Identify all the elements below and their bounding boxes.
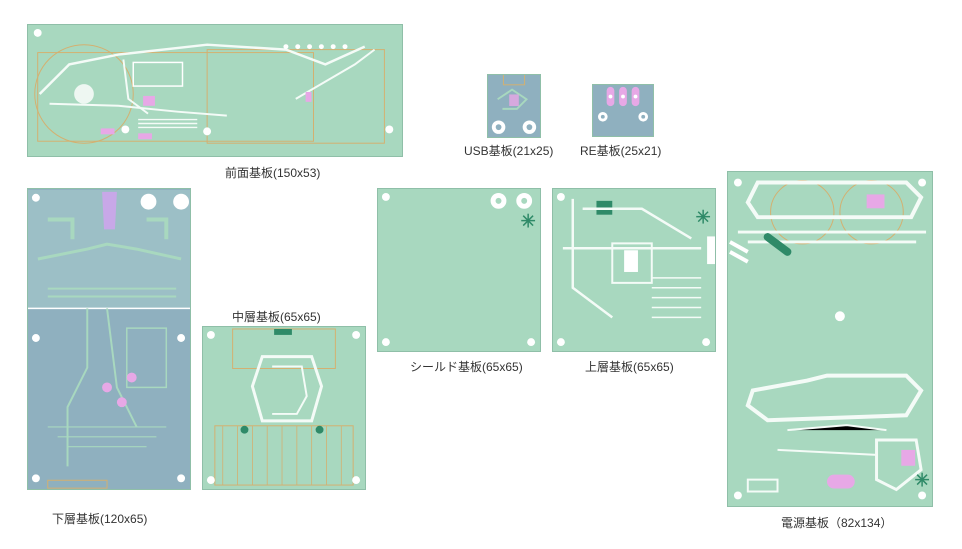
re-board-pcb (597, 86, 649, 122)
power-board (727, 171, 933, 507)
bottom-board-label: 下層基板(120x65) (52, 512, 148, 526)
usb-board-pcb (491, 75, 537, 134)
bottom-board (27, 188, 191, 490)
top-board-label: 上層基板(65x65) (585, 360, 674, 374)
middle-board-pcb (206, 328, 361, 486)
top-board (552, 188, 716, 352)
usb-board (487, 74, 541, 138)
middle-board-label: 中層基板(65x65) (232, 310, 321, 324)
re-board-label: RE基板(25x21) (580, 144, 662, 158)
shield-board-pcb (381, 192, 536, 347)
power-board-pcb (729, 178, 930, 500)
top-board-pcb (556, 192, 715, 347)
shield-board-label: シールド基板(65x65) (410, 360, 523, 374)
middle-board (202, 326, 366, 490)
re-board (592, 84, 654, 137)
power-board-label: 電源基板（82x134） (781, 516, 893, 530)
shield-board (377, 188, 541, 352)
front-board (27, 24, 403, 157)
front-board-label: 前面基板(150x53) (225, 166, 321, 180)
usb-board-label: USB基板(21x25) (464, 144, 554, 158)
bottom-board-pcb (28, 189, 190, 489)
front-board-pcb (33, 28, 394, 144)
